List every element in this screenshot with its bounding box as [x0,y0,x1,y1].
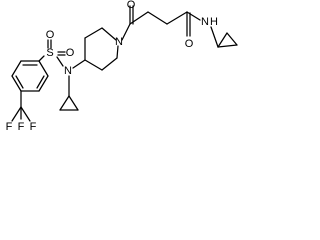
fluorine-label: F [6,121,13,133]
atom-labels: N H O O N N S O O F F F [6,0,218,133]
sulfonyl-oxygen-right-label: O [66,47,75,59]
bond [226,32,238,46]
bond [84,27,103,39]
bond [36,75,45,89]
sulfur-label: S [46,47,53,59]
bond [59,95,70,111]
bond [11,60,22,77]
amide-oxygen-label: O [185,38,194,50]
ketone-oxygen-label: O [127,0,136,11]
bond [186,11,201,21]
bond [38,75,49,92]
bond [15,75,24,89]
amide-hydrogen-label: H [210,16,218,28]
bond [217,44,238,48]
fluorine-label: F [18,121,25,133]
bond [20,106,31,122]
bond [68,95,79,111]
bond [84,59,103,71]
bond [11,106,22,122]
sulfonamide-nitrogen-label: N [64,65,72,77]
bond [11,75,22,92]
bonds [11,5,238,122]
bond [147,11,168,25]
fluorine-label: F [30,121,37,133]
bond [56,56,64,67]
bond [121,23,131,41]
piperidine-nitrogen-label: N [115,36,123,48]
bond [72,59,86,69]
bond [38,55,45,62]
bond [166,11,188,25]
bond [38,60,49,77]
bond [101,57,118,71]
molecule-structure-diagram: N H O O N N S O O F F F [6,0,238,133]
amide-nitrogen-label: N [201,16,209,28]
bond [217,32,228,48]
bond [116,45,119,59]
sulfonyl-oxygen-top-label: O [46,29,55,41]
bond [210,26,219,48]
bond [101,27,117,41]
